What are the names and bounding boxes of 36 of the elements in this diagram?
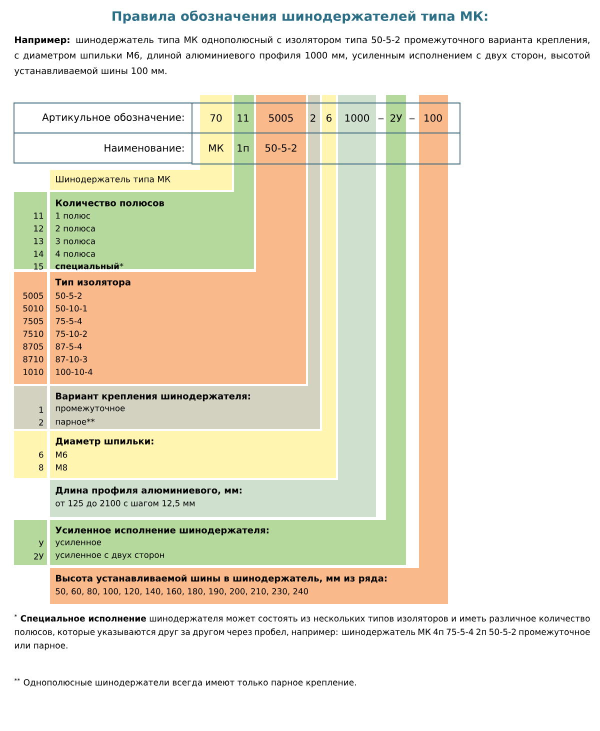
node-label: 7510	[23, 330, 44, 337]
table-cell: МК	[209, 144, 224, 152]
node-label: 1010	[24, 368, 44, 376]
table-cell: 50-5-2	[265, 144, 296, 152]
node-label: 8710	[23, 356, 44, 362]
table-cell: 6	[326, 114, 332, 122]
table-cell: 2	[310, 114, 316, 122]
footnote: $^{**}$ Однополюсные шинодержатели всегда имеют только парное крепление.	[14, 678, 356, 688]
node-label: 12	[34, 225, 43, 232]
table-cell: 11	[238, 114, 248, 122]
table-cell: Наименование:	[104, 144, 184, 152]
node-label: 2	[39, 419, 43, 426]
table-cell: 1п	[238, 144, 249, 152]
node-label: 8	[39, 464, 44, 471]
node-label: 13	[34, 238, 44, 244]
node-label: 11	[34, 212, 44, 219]
node-label: 14	[34, 250, 44, 257]
node-label: 15	[34, 263, 44, 270]
node-label: 5010	[23, 305, 44, 312]
node-label: У	[38, 540, 44, 547]
node-label: 1	[39, 406, 44, 413]
table-cell: _	[409, 118, 415, 120]
table-cell: 5005	[269, 114, 293, 122]
table-cell: 100	[424, 114, 442, 122]
table-cell: _	[378, 118, 384, 120]
title: Правила обозначения шинодержателей типа МК:	[112, 10, 488, 24]
example-paragraph: Например: шинодержатель типа МК однополюсный с изолятором типа 50-5-2 промежуточного варианта крепления, с диаметром шпильки М6, длиной алюминиевого профиля 1000 мм, усиленным исполнением с двух сторон, высотой устанавливаемой шины 100 мм.	[14, 36, 590, 76]
node-label: 8705	[23, 343, 44, 350]
table-cell: 2У	[390, 114, 402, 122]
node-label: 6	[39, 452, 44, 458]
node-label: 7505	[23, 318, 44, 324]
node-label: 5005	[23, 292, 44, 299]
table-cell: 1000	[345, 114, 370, 122]
node-label: 2У	[34, 553, 44, 560]
table-cell: 70	[210, 114, 222, 122]
footnote: $^{*}$ Специальное исполнение шинодержателя может состоять из нескольких типов изоляторов и иметь различное количество полюсов, которые указываются друг за другом через пробел, например: шинодержатель МК 4п 75-5-4 2п 50-5-2 промежуточное или парное.	[14, 614, 590, 650]
